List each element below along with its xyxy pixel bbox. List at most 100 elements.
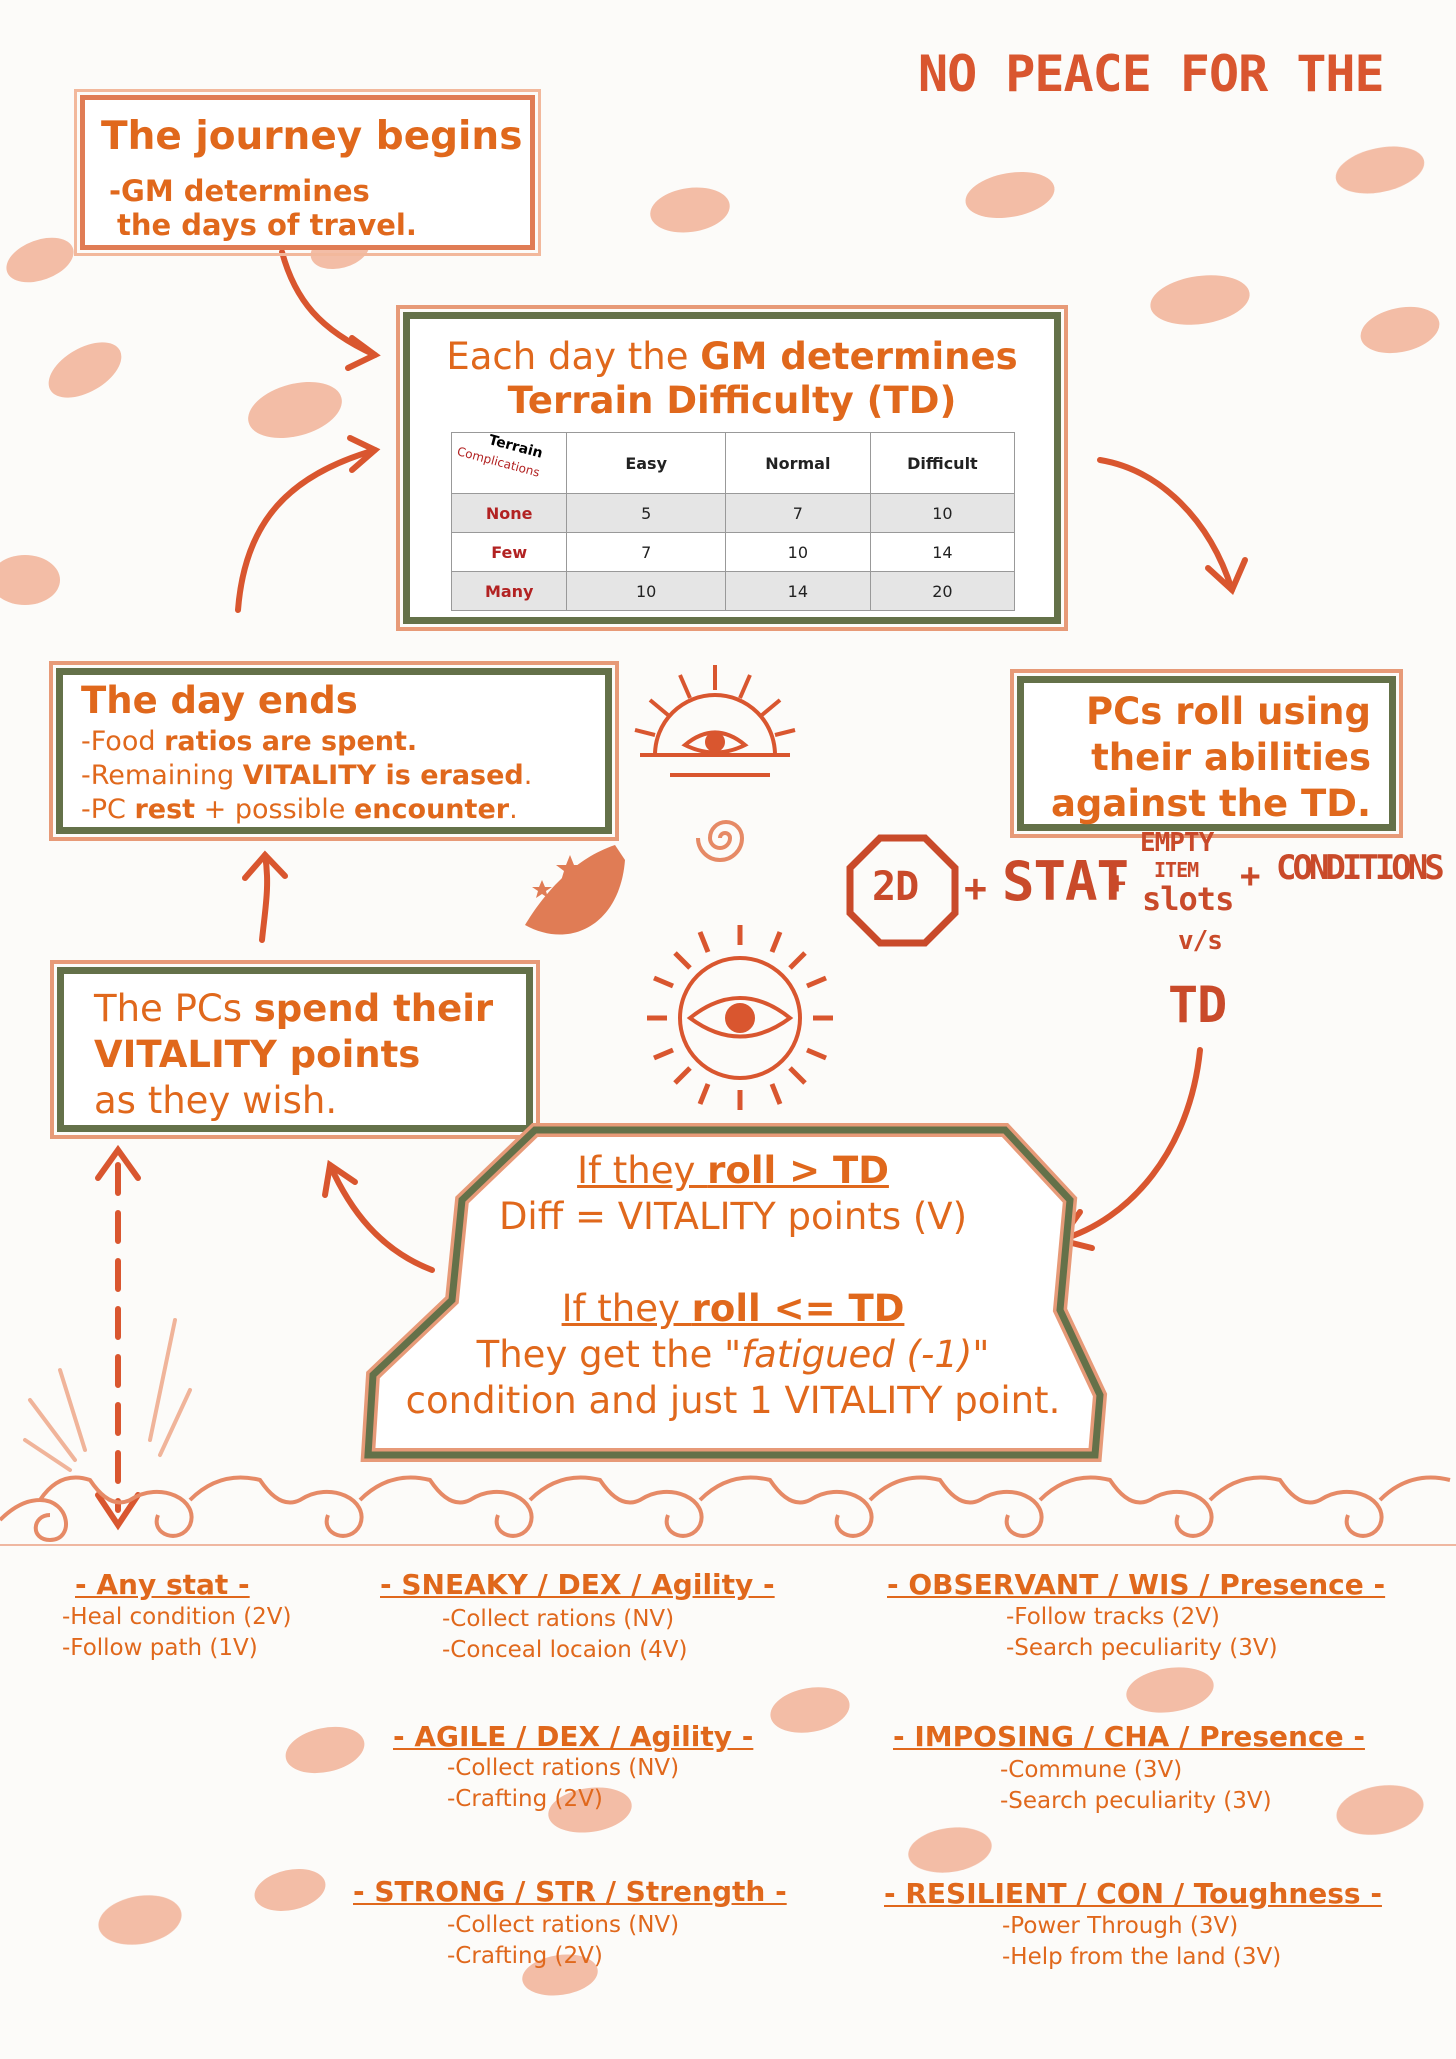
slots-label: slots <box>1142 880 1234 918</box>
stat-item: -Search peculiarity (3V) <box>1006 1635 1278 1661</box>
stat-item: -Heal condition (2V) <box>62 1604 292 1630</box>
day-ends-l1b: ratios are spent. <box>164 726 418 757</box>
stat-item: -Commune (3V) <box>1000 1757 1183 1783</box>
td-label: TD <box>1168 976 1227 1034</box>
outcome-h1a: If they <box>577 1149 708 1192</box>
table-cell: 7 <box>566 532 726 572</box>
burst-marks <box>23 1318 192 1472</box>
spend-l1b: spend their <box>253 987 494 1030</box>
row-label: Many <box>450 571 568 611</box>
stat-heading: - STRONG / STR / Strength - <box>353 1875 787 1908</box>
outcome-h1b: roll > TD <box>707 1149 889 1192</box>
table-row: Few 7 10 14 <box>450 532 1016 572</box>
stat-item: -Collect rations (NV) <box>442 1606 675 1632</box>
stat-item: -Collect rations (NV) <box>447 1912 680 1938</box>
row-label: Few <box>450 532 568 572</box>
spend-l1a: The PCs <box>94 987 254 1030</box>
outcome-l2c: " <box>972 1333 990 1376</box>
table-cell: 5 <box>566 493 726 533</box>
col-easy: Easy <box>566 432 726 494</box>
row-label: None <box>450 493 568 533</box>
stat-item: -Crafting (2V) <box>447 1943 603 1969</box>
stat-label: STAT <box>1002 850 1129 913</box>
arrow-day-to-roll <box>1097 457 1235 593</box>
outcome-h2: If they roll <= TD <box>368 1286 1098 1332</box>
plus-3: + <box>1240 856 1261 896</box>
stat-item: -Collect rations (NV) <box>447 1755 680 1781</box>
day-ends-l3e: . <box>509 794 518 825</box>
die-icon <box>846 834 959 947</box>
moon-stars-icon <box>525 845 625 935</box>
table-cell: 10 <box>869 493 1016 533</box>
sunset-eye-icon <box>634 665 796 777</box>
plus-1: + <box>964 866 987 910</box>
spend-text: The PCs spend their VITALITY points as t… <box>94 986 493 1124</box>
stat-items: -Collect rations (NV) -Conceal locaion (… <box>442 1604 687 1666</box>
day-ends-l2a: -Remaining <box>81 760 243 791</box>
sun-eye-icon <box>647 925 833 1110</box>
journey-line2: the days of travel. <box>117 208 417 242</box>
stat-item: -Help from the land (3V) <box>1002 1944 1282 1970</box>
day-ends-l1a: -Food <box>81 726 165 757</box>
arrow-left-to-day <box>235 447 378 613</box>
spend-l2: VITALITY points <box>94 1033 421 1076</box>
vs-label: v/s <box>1178 926 1223 956</box>
item-label: ITEM <box>1154 858 1199 882</box>
journey-box: The journey begins -GM determines the da… <box>74 89 541 256</box>
col-normal: Normal <box>724 432 871 494</box>
day-ends-l2c: . <box>523 760 533 791</box>
table-row: None 5 7 10 <box>450 493 1016 533</box>
table-cell: 7 <box>724 493 871 533</box>
journey-title: The journey begins <box>101 114 523 159</box>
stat-items: -Heal condition (2V) -Follow path (1V) <box>62 1602 292 1664</box>
outcome-l2b: fatigued (-1) <box>741 1333 973 1376</box>
table-cell: 20 <box>869 571 1016 611</box>
col-difficult: Difficult <box>869 432 1016 494</box>
empty-label: EMPTY <box>1140 828 1214 858</box>
plus-2: + <box>1108 866 1126 901</box>
stat-item: -Search peculiarity (3V) <box>1000 1788 1272 1814</box>
stat-heading: - AGILE / DEX / Agility - <box>393 1720 754 1753</box>
stat-heading: - OBSERVANT / WIS / Presence - <box>887 1568 1386 1601</box>
outcome-text: If they roll > TD Diff = VITALITY points… <box>368 1148 1098 1424</box>
table-corner: Terrain Complications <box>450 432 568 494</box>
stat-item: -Follow tracks (2V) <box>1006 1604 1220 1630</box>
journey-line1: -GM determines <box>109 174 370 208</box>
terrain-heading-line2: Terrain Difficulty (TD) <box>507 379 957 422</box>
pcs-roll-box: PCs roll using their abilities against t… <box>1010 669 1403 838</box>
terrain-heading-pre: Each day the <box>446 335 701 378</box>
pcs-roll-text: PCs roll using their abilities against t… <box>1051 689 1371 827</box>
stat-items: -Power Through (3V) -Help from the land … <box>1002 1911 1281 1973</box>
conditions-label: CONDITIONS <box>1276 848 1445 888</box>
spend-box: The PCs spend their VITALITY points as t… <box>50 960 540 1139</box>
stat-heading: - RESILIENT / CON / Toughness - <box>884 1877 1382 1910</box>
stat-heading: - IMPOSING / CHA / Presence - <box>893 1720 1365 1753</box>
terrain-heading: Each day the GM determines Terrain Diffi… <box>410 335 1054 423</box>
day-ends-l3c: + possible <box>195 794 354 825</box>
table-cell: 14 <box>724 571 871 611</box>
stat-heading: - Any stat - <box>75 1568 250 1601</box>
arrow-spend-to-dayend <box>259 852 271 943</box>
stat-item: -Power Through (3V) <box>1002 1913 1239 1939</box>
pcs-roll-line3: against the TD. <box>1050 782 1371 825</box>
terrain-table: Terrain Complications Easy Normal Diffic… <box>450 432 1016 611</box>
wave-border <box>0 1475 1456 1546</box>
arrow-journey-to-day <box>279 249 378 358</box>
stat-items: -Collect rations (NV) -Crafting (2V) <box>447 1910 679 1972</box>
day-ends-lines: -Food ratios are spent. -Remaining VITAL… <box>81 725 532 827</box>
table-cell: 14 <box>869 532 1016 572</box>
table-row: Many 10 14 20 <box>450 571 1016 611</box>
outcome-h1: If they roll > TD <box>368 1148 1098 1194</box>
stat-items: -Commune (3V) -Search peculiarity (3V) <box>1000 1755 1272 1817</box>
day-ends-box: The day ends -Food ratios are spent. -Re… <box>49 661 619 841</box>
stat-heading: - SNEAKY / DEX / Agility - <box>380 1568 775 1601</box>
outcome-l2: They get the "fatigued (-1)" <box>368 1332 1098 1378</box>
terrain-box: Each day the GM determines Terrain Diffi… <box>396 305 1068 631</box>
stat-item: -Conceal locaion (4V) <box>442 1637 688 1663</box>
pcs-roll-line1: PCs roll using <box>1086 690 1371 733</box>
table-cell: 10 <box>566 571 726 611</box>
spend-l3: as they wish. <box>94 1079 338 1122</box>
day-ends-l2b: VITALITY is erased <box>242 760 524 791</box>
pcs-roll-line2: their abilities <box>1091 736 1371 779</box>
